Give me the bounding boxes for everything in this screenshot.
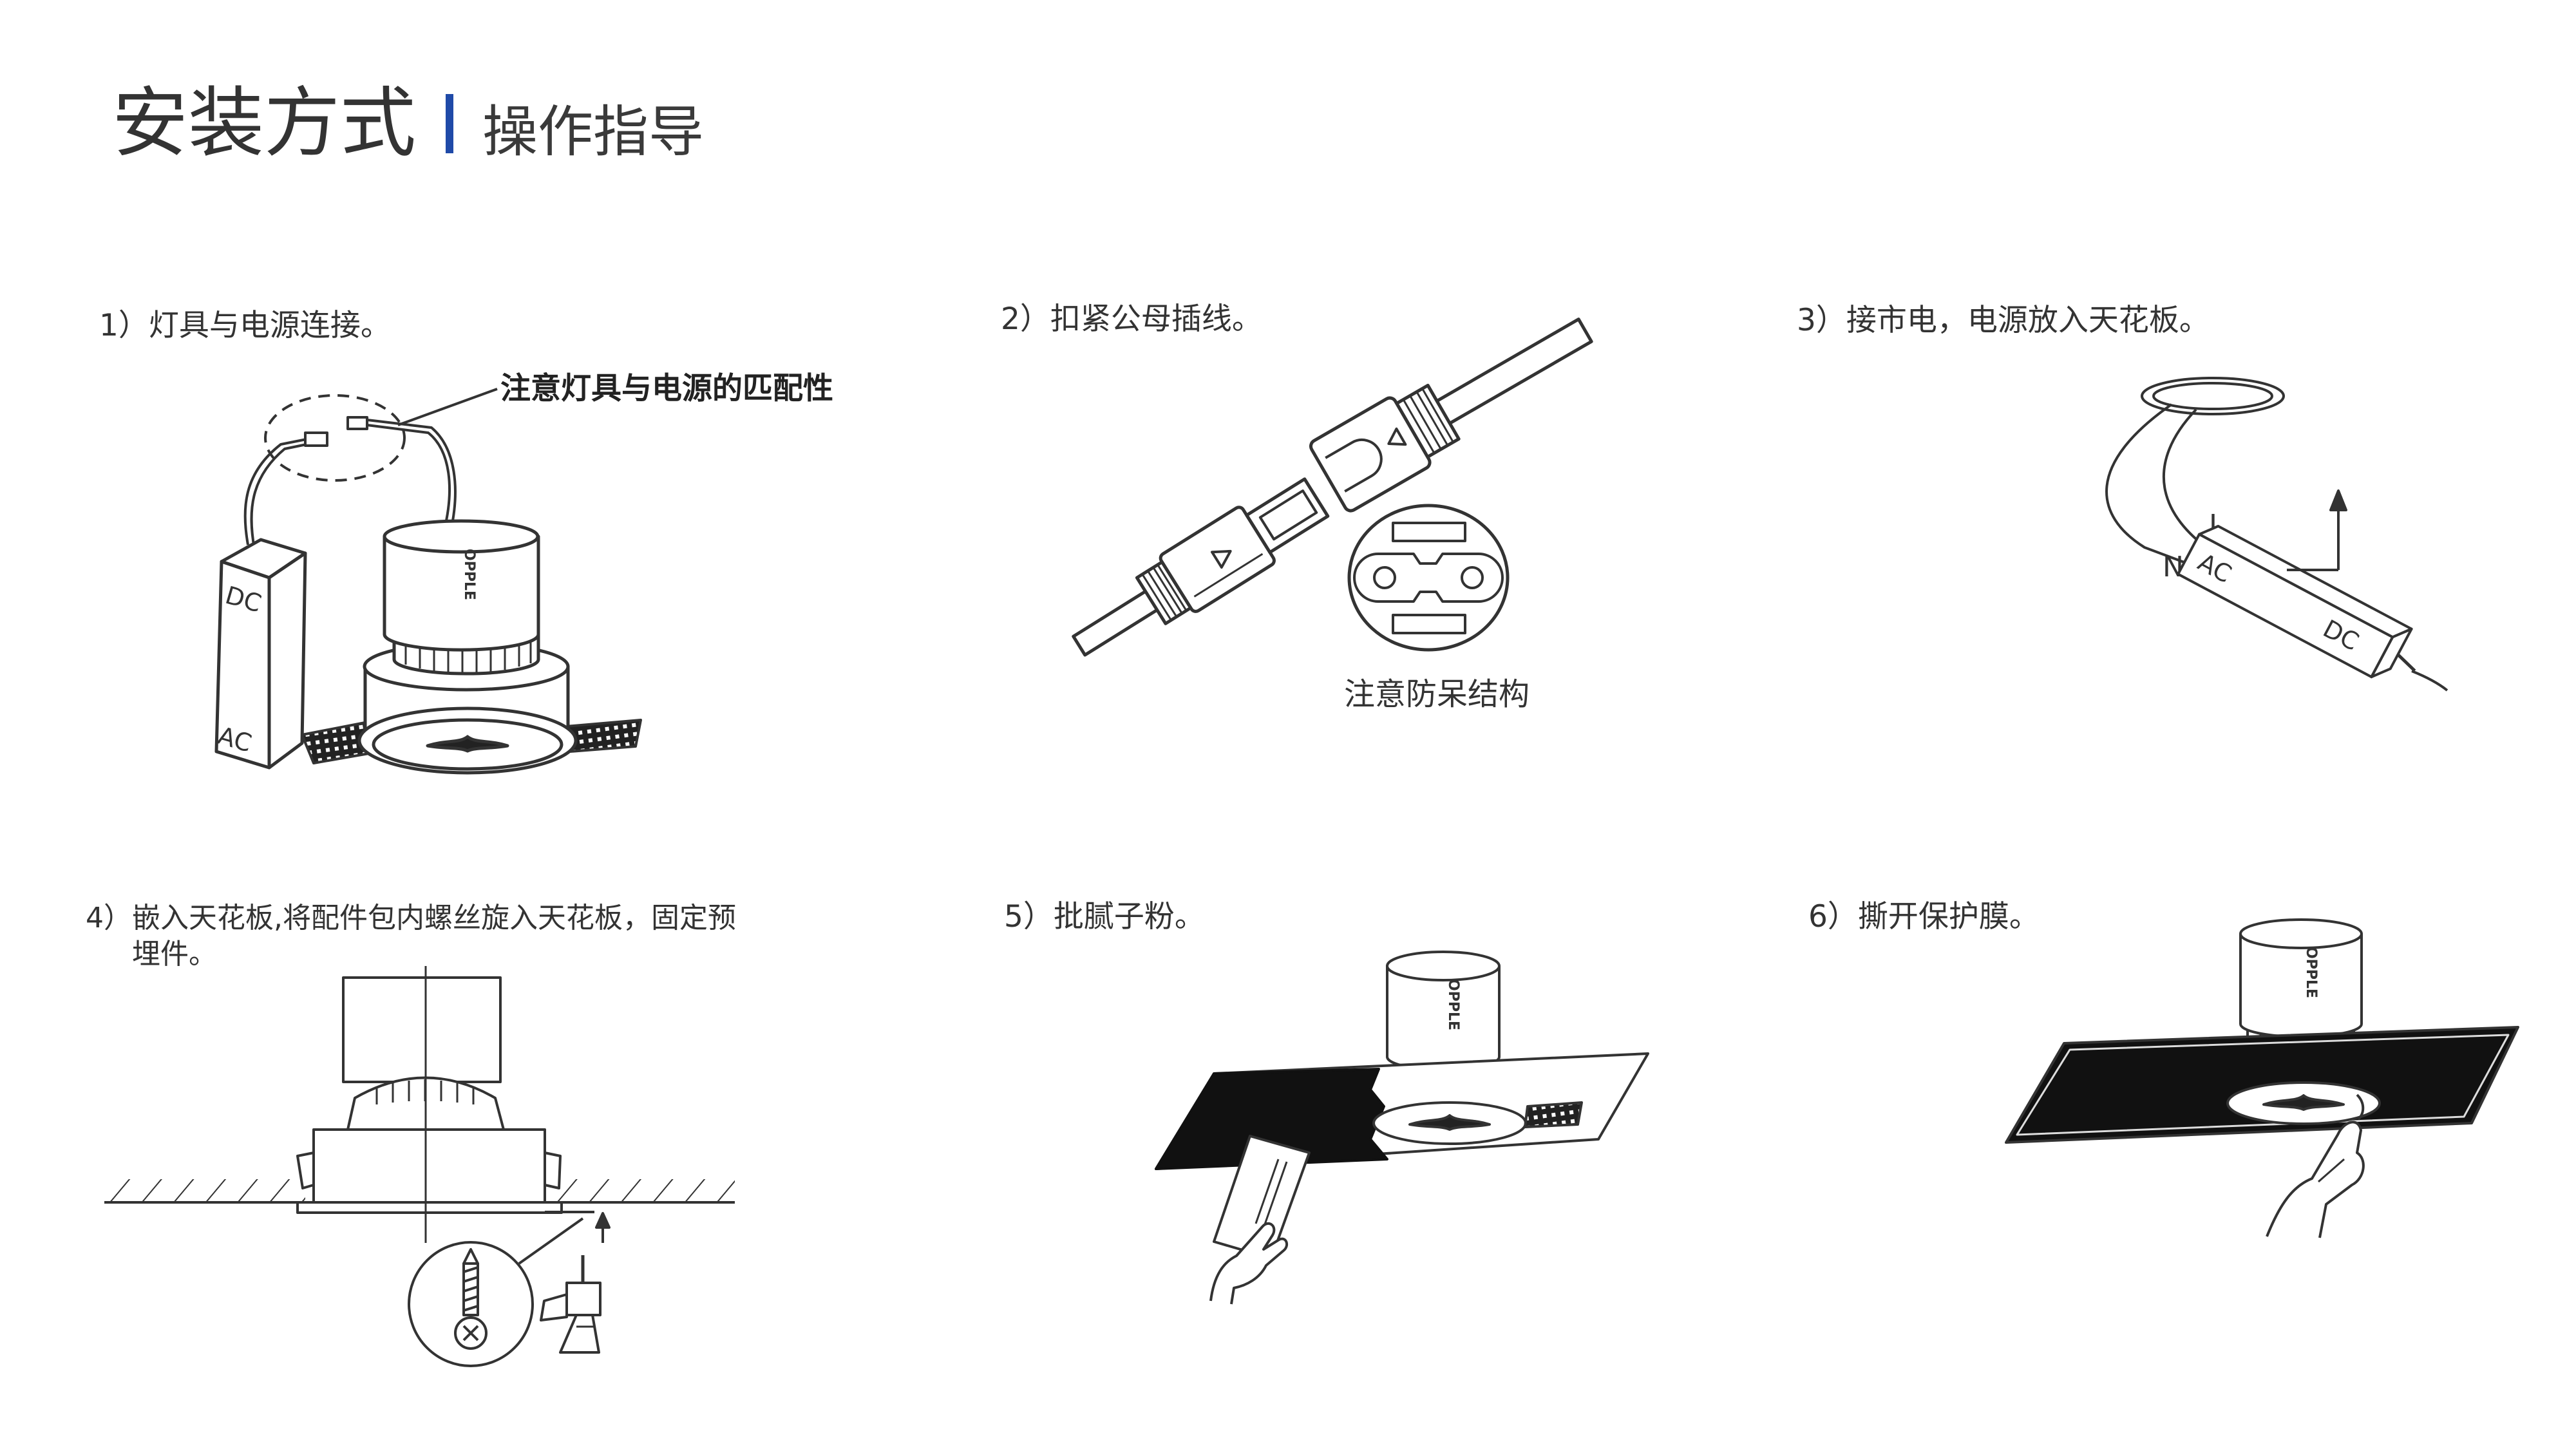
live-wire bbox=[2162, 408, 2217, 555]
step1-illustration: DC AC bbox=[214, 388, 642, 775]
ceiling-section-right bbox=[545, 1179, 735, 1202]
page-subtitle: 操作指导 bbox=[482, 100, 704, 164]
drill-icon bbox=[540, 1255, 601, 1354]
lamp-illustration bbox=[296, 966, 563, 1243]
female-plug-connector bbox=[1309, 317, 1593, 513]
spring-clip bbox=[1524, 1101, 1583, 1128]
arrow-up-icon bbox=[2287, 489, 2347, 571]
step6-label: 6）撕开保护膜。 bbox=[1808, 899, 2040, 934]
lamp-illustration: OPPLE bbox=[2239, 918, 2363, 1041]
connector-left bbox=[304, 431, 328, 447]
lamp-illustration: OPPLE bbox=[301, 519, 642, 775]
step3-label: 3）接市电，电源放入天花板。 bbox=[1797, 303, 2210, 338]
detail-leader-line bbox=[518, 1217, 584, 1265]
foolproof-socket-detail bbox=[1347, 504, 1510, 652]
output-cable bbox=[2411, 670, 2448, 692]
step4-label-line1: 4）嵌入天花板,将配件包内螺丝旋入天花板，固定预 bbox=[86, 902, 736, 934]
lamp-illustration: OPPLE bbox=[1386, 951, 1501, 1075]
step2-note: 注意防呆结构 bbox=[1344, 676, 1530, 712]
screw-icon bbox=[454, 1248, 488, 1350]
lamp-logo: OPPLE bbox=[461, 549, 477, 600]
driver-wire bbox=[243, 438, 307, 545]
driver-box-illustration: DC AC bbox=[214, 538, 307, 770]
connection-highlight-ellipse bbox=[264, 394, 406, 482]
lamp-wire bbox=[366, 424, 451, 530]
male-plug-connector bbox=[1072, 477, 1330, 657]
hand-icon bbox=[1209, 1222, 1289, 1305]
step4-label-line2: 埋件。 bbox=[132, 938, 217, 971]
step1-label: 1）灯具与电源连接。 bbox=[99, 308, 391, 343]
arrow-up-icon bbox=[595, 1212, 611, 1243]
step2-illustration bbox=[1072, 317, 1593, 657]
step3-illustration: L N AC DC bbox=[2105, 377, 2448, 692]
step5-label: 5）批腻子粉。 bbox=[1004, 899, 1205, 934]
title-divider-bar bbox=[446, 94, 453, 153]
neutral-wire bbox=[2105, 403, 2197, 568]
step1-note: 注意灯具与电源的匹配性 bbox=[500, 371, 833, 406]
lamp-logo: OPPLE bbox=[2303, 947, 2319, 998]
step6-illustration: OPPLE bbox=[2005, 918, 2519, 1238]
protective-film-peel bbox=[2356, 1094, 2365, 1121]
note-leader-line bbox=[397, 388, 498, 426]
driver-box-illustration: AC DC bbox=[2177, 525, 2416, 679]
connector-right bbox=[346, 416, 368, 430]
ceiling-hole bbox=[2141, 377, 2285, 415]
spring-clip-right bbox=[565, 719, 642, 753]
step2-label: 2）扣紧公母插线。 bbox=[1001, 301, 1262, 337]
step4-illustration bbox=[104, 966, 735, 1367]
putty-area bbox=[1155, 1068, 1388, 1170]
page-title: 安装方式 bbox=[112, 79, 417, 167]
ceiling-section-left bbox=[104, 1179, 305, 1202]
hand-icon bbox=[2266, 1121, 2365, 1238]
wire-label-n: N bbox=[2163, 551, 2184, 583]
step5-illustration: OPPLE bbox=[1155, 951, 1649, 1305]
lamp-logo: OPPLE bbox=[1445, 979, 1461, 1030]
